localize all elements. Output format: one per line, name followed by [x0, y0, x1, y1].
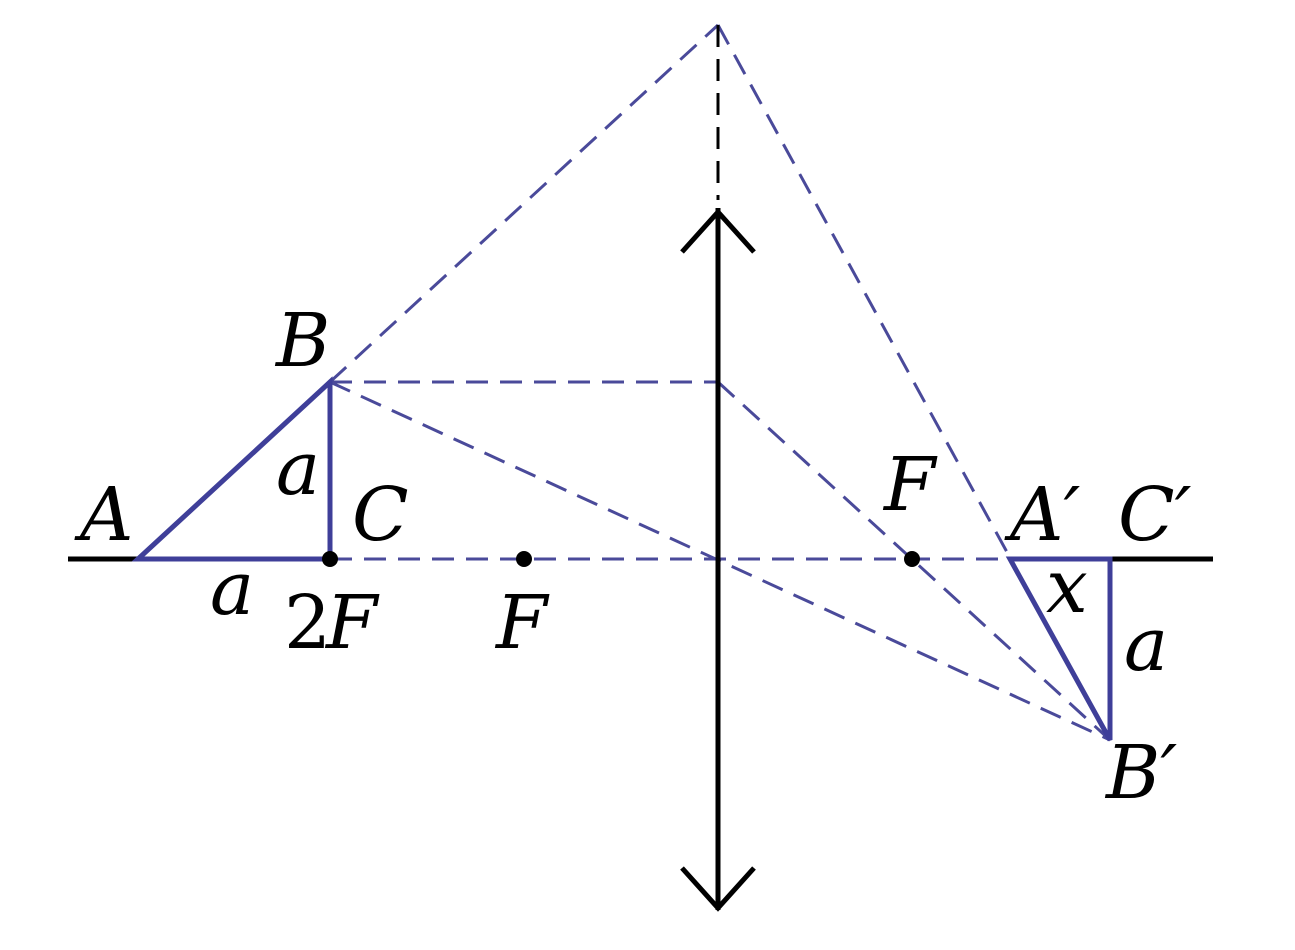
- ray-refracted-through-focus: [716, 380, 1112, 742]
- label-f-left: F: [494, 580, 550, 666]
- label-b-point: B: [274, 298, 330, 384]
- image-triangle-abc-prime: [1005, 556, 1113, 742]
- label-2f-digit: 2: [284, 580, 331, 666]
- label-b-prime: B′: [1104, 730, 1177, 816]
- label-f-right: F: [882, 442, 938, 528]
- label-c-point: C: [352, 472, 409, 558]
- label-x: x: [1046, 544, 1088, 630]
- ray-b-to-top: [328, 23, 720, 384]
- point-f-left: [516, 551, 532, 567]
- point-f-right: [904, 551, 920, 567]
- label-a-point: A: [74, 472, 133, 558]
- converging-lens: [680, 208, 756, 912]
- label-side-a-horizontal: a: [210, 546, 254, 632]
- point-2f: [322, 551, 338, 567]
- label-side-a-image: a: [1124, 602, 1168, 688]
- label-2f-letter: F: [324, 580, 380, 666]
- lens-top-arrow-icon: [680, 208, 756, 254]
- object-triangle-abc: [131, 376, 333, 562]
- label-c-prime: C′: [1118, 472, 1192, 558]
- label-a-prime: A′: [1004, 472, 1080, 558]
- lens-bottom-arrow-icon: [680, 866, 756, 912]
- label-side-a-vertical: a: [276, 426, 320, 512]
